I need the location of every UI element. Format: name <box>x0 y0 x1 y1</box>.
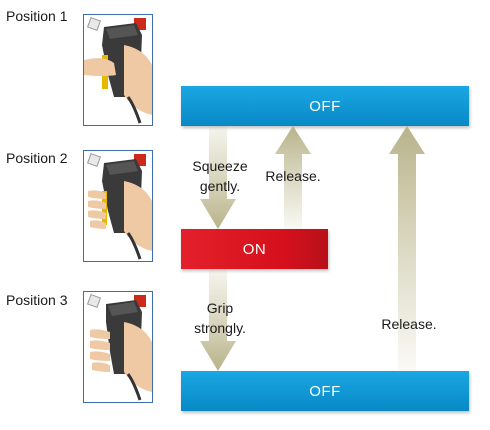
hand-squeeze-icon <box>86 152 152 260</box>
squeeze-gently-label: Squeeze gently. <box>192 158 248 194</box>
release-up-arrow-long <box>389 126 425 371</box>
release-label-short: Release. <box>265 168 321 184</box>
hand-relaxed-icon <box>84 16 152 124</box>
position-1-label: Position 1 <box>6 8 68 24</box>
release-label-long: Release. <box>381 316 437 332</box>
grip-down-arrow <box>200 269 236 371</box>
position-2-label: Position 2 <box>6 150 68 166</box>
off-state-bar-top: OFF <box>181 86 469 126</box>
release-up-arrow-short <box>275 126 311 229</box>
enabling-switch-photo-3 <box>83 291 153 403</box>
grip-strongly-label: Grip strongly. <box>194 300 246 336</box>
off-state-bar-bottom: OFF <box>181 371 469 411</box>
squeeze-down-arrow <box>200 126 236 229</box>
enabling-switch-photo-1 <box>83 14 153 126</box>
hand-grip-icon <box>86 293 152 401</box>
position-3-label: Position 3 <box>6 292 68 308</box>
enabling-switch-photo-2 <box>83 150 153 262</box>
on-state-bar: ON <box>181 229 328 269</box>
